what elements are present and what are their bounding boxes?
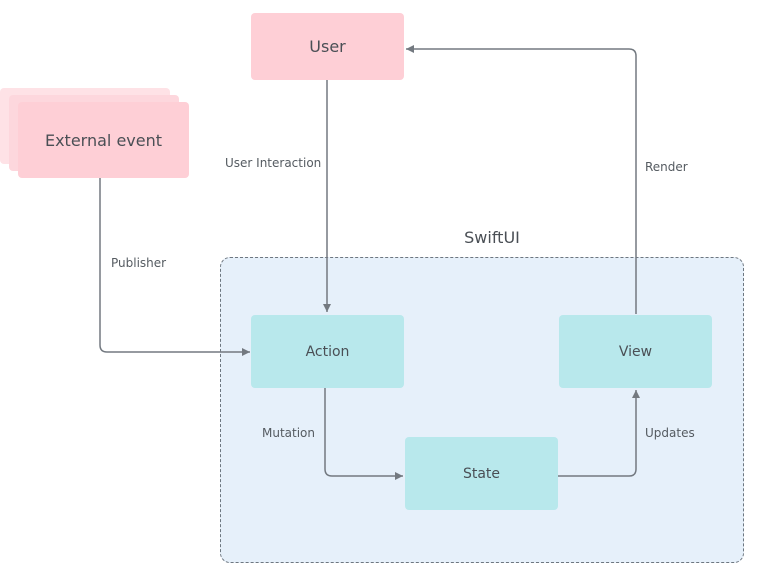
state-node: State <box>405 437 558 510</box>
user-node: User <box>251 13 404 80</box>
action-node: Action <box>251 315 404 388</box>
swiftui-region-title: SwiftUI <box>464 228 520 247</box>
edge-label-render: Render <box>645 160 688 174</box>
external-event-node-label: External event <box>44 130 163 150</box>
edge-label-updates: Updates <box>645 426 695 440</box>
action-node-label: Action <box>305 343 350 360</box>
edge-label-user-interaction: User Interaction <box>225 156 322 170</box>
external-event-node: External event <box>18 102 189 178</box>
edge-action-to-state <box>324 388 403 480</box>
edge-view-to-user <box>406 45 637 314</box>
edge-label-mutation: Mutation <box>262 426 316 440</box>
user-node-label: User <box>309 37 346 56</box>
state-node-label: State <box>462 465 501 482</box>
edge-label-publisher: Publisher <box>111 256 167 270</box>
view-node-label: View <box>618 343 653 360</box>
edge-state-to-view <box>558 390 640 477</box>
edge-external-event-to-action <box>99 178 250 356</box>
swiftui-region <box>220 257 744 563</box>
view-node: View <box>559 315 712 388</box>
